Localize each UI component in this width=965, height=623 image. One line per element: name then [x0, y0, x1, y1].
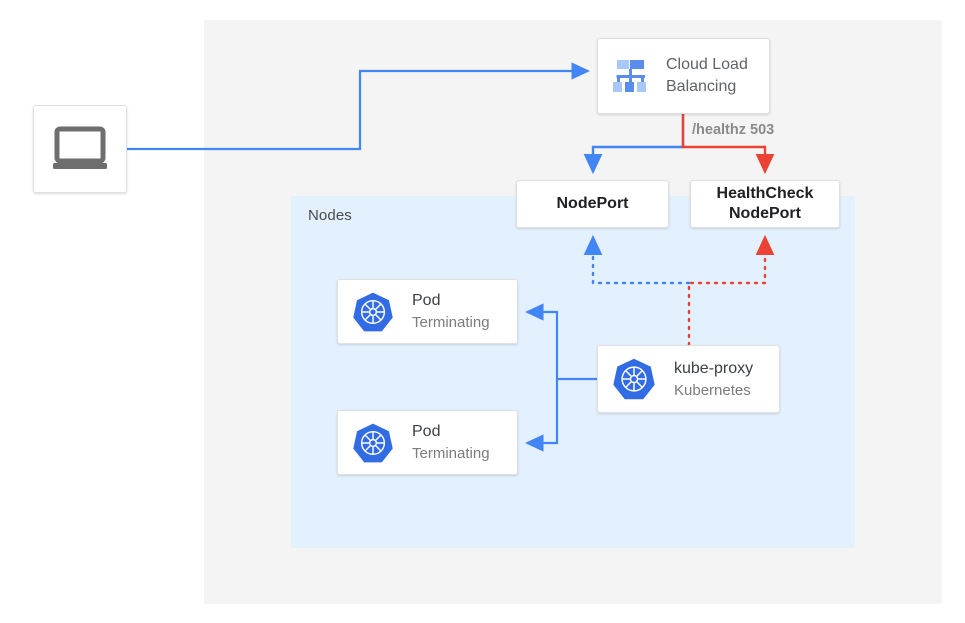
pod-node-1[interactable]: Pod Terminating: [337, 279, 518, 344]
healthcheck-label-line1: HealthCheck: [716, 185, 814, 202]
cloud-load-balancing-text: Cloud Load Balancing: [666, 54, 748, 98]
pod-2-text: Pod Terminating: [412, 421, 490, 464]
kube-proxy-node[interactable]: kube-proxy Kubernetes: [597, 345, 780, 413]
pod-node-2[interactable]: Pod Terminating: [337, 410, 518, 475]
kube-proxy-subtitle: Kubernetes: [674, 381, 751, 399]
pod-2-subtitle: Terminating: [412, 445, 490, 462]
kubernetes-icon: [352, 291, 394, 333]
kubernetes-icon: [352, 422, 394, 464]
pod-2-title: Pod: [412, 423, 441, 440]
kube-proxy-title: kube-proxy: [674, 359, 754, 377]
kubernetes-icon: [612, 357, 656, 401]
pod-1-title: Pod: [412, 292, 441, 309]
laptop-icon: [51, 126, 109, 172]
cloud-load-balancing-icon: [608, 53, 654, 99]
nodeport-label: NodePort: [556, 195, 629, 212]
pod-1-text: Pod Terminating: [412, 290, 490, 333]
healthcheck-nodeport-node[interactable]: HealthCheck NodePort: [690, 180, 840, 228]
nodeport-node[interactable]: NodePort: [516, 180, 669, 228]
kube-proxy-text: kube-proxy Kubernetes: [674, 358, 753, 401]
pod-1-subtitle: Terminating: [412, 314, 490, 331]
healthcheck-nodeport-label: HealthCheck NodePort: [717, 184, 814, 224]
nodes-panel-label: Nodes: [308, 207, 352, 224]
cloud-load-balancing-node[interactable]: Cloud Load Balancing: [597, 38, 770, 114]
lb-title-line1: Cloud Load: [666, 56, 748, 73]
lb-title-line2: Balancing: [666, 78, 737, 95]
healthcheck-label-line2: NodePort: [728, 205, 801, 222]
client-node[interactable]: [33, 105, 127, 193]
